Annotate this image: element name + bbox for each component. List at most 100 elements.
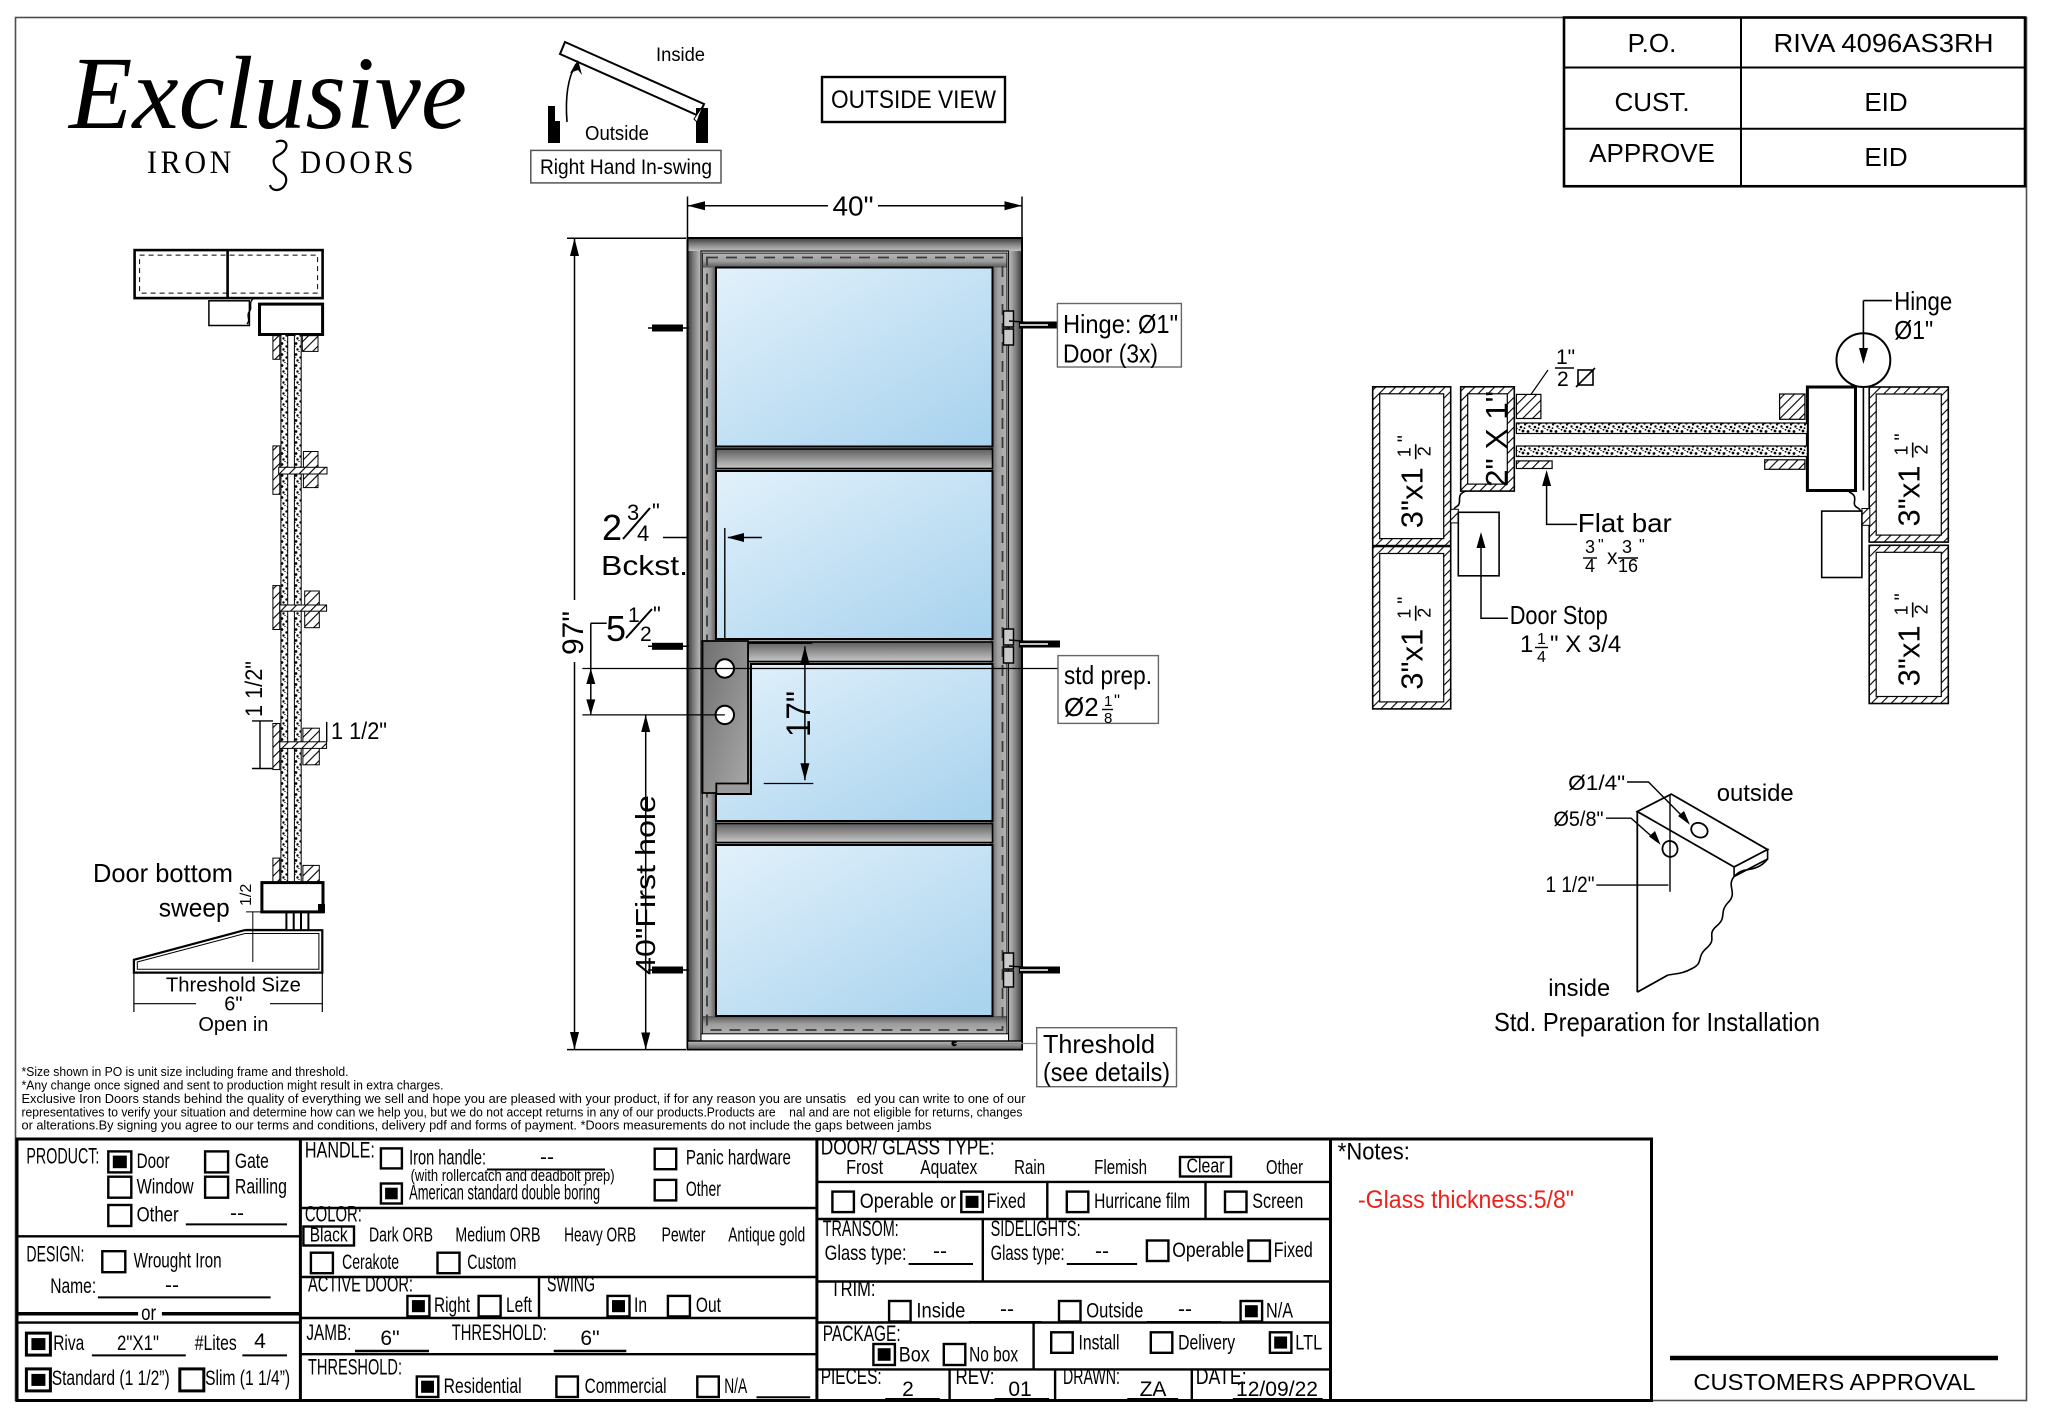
svg-text:#Lites: #Lites — [195, 1332, 237, 1355]
svg-text:THRESHOLD:: THRESHOLD: — [308, 1354, 402, 1379]
svg-text:SIDELIGHTS:: SIDELIGHTS: — [991, 1216, 1081, 1241]
svg-text:2: 2 — [1415, 608, 1435, 618]
svg-text:Outside: Outside — [585, 123, 649, 145]
svg-text:Panic hardware: Panic hardware — [686, 1147, 791, 1170]
svg-text:3"x1: 3"x1 — [1395, 467, 1430, 528]
svg-text:Ø5/8": Ø5/8" — [1554, 808, 1604, 831]
svg-text:Ø1": Ø1" — [1894, 315, 1933, 345]
svg-text:Screen: Screen — [1252, 1190, 1303, 1213]
svg-text:16: 16 — [1618, 556, 1638, 576]
svg-text:3: 3 — [1585, 537, 1595, 557]
svg-text:": " — [653, 602, 661, 627]
svg-text:Ø1/4": Ø1/4" — [1568, 772, 1625, 795]
svg-text:Door Stop: Door Stop — [1510, 600, 1608, 630]
svg-text:Inside: Inside — [656, 45, 705, 66]
svg-text:Clear: Clear — [1187, 1156, 1225, 1178]
svg-text:40"First hole: 40"First hole — [630, 795, 661, 975]
svg-text:1: 1 — [628, 604, 640, 627]
svg-text:DOOR/ GLASS TYPE:: DOOR/ GLASS TYPE: — [821, 1135, 995, 1160]
svg-text:3: 3 — [627, 500, 639, 525]
svg-text:SWING: SWING — [547, 1271, 595, 1296]
svg-text:DATE:: DATE: — [1196, 1364, 1247, 1389]
svg-text:representatives to verify your: representatives to verify your situation… — [22, 1104, 1023, 1119]
svg-text:Wrought Iron: Wrought Iron — [134, 1250, 222, 1273]
svg-text:Frost: Frost — [846, 1156, 883, 1179]
svg-text:*Notes:: *Notes: — [1338, 1138, 1410, 1165]
svg-text:Delivery: Delivery — [1178, 1332, 1235, 1355]
svg-text:or: or — [141, 1302, 156, 1325]
svg-text:Hinge: Ø1": Hinge: Ø1" — [1063, 309, 1178, 339]
svg-text:PRODUCT:: PRODUCT: — [26, 1143, 99, 1168]
svg-text:": " — [1639, 537, 1645, 554]
svg-text:ACTIVE DOOR:: ACTIVE DOOR: — [308, 1271, 413, 1296]
svg-text:1: 1 — [1537, 631, 1546, 648]
svg-text:2: 2 — [1912, 444, 1932, 454]
svg-text:": " — [1114, 691, 1120, 710]
svg-text:Window: Window — [137, 1176, 195, 1199]
svg-text:1": 1" — [1556, 346, 1575, 369]
svg-text:Pewter: Pewter — [662, 1224, 706, 1247]
svg-text:Fixed: Fixed — [1274, 1239, 1313, 1262]
svg-text:1 1/2": 1 1/2" — [241, 661, 268, 717]
svg-text:Box: Box — [899, 1344, 930, 1367]
svg-text:PIECES:: PIECES: — [821, 1364, 882, 1389]
svg-text:DRAWN:: DRAWN: — [1063, 1364, 1120, 1389]
svg-text:17": 17" — [780, 691, 818, 737]
svg-text:TRIM:: TRIM: — [831, 1276, 876, 1301]
svg-text:x: x — [1607, 546, 1618, 569]
svg-text:97": 97" — [557, 611, 590, 655]
svg-text:outside: outside — [1717, 780, 1794, 807]
svg-text:1: 1 — [1520, 631, 1533, 658]
svg-text:8: 8 — [1104, 710, 1112, 727]
svg-text:3"x1: 3"x1 — [1892, 625, 1927, 686]
svg-text:Ø2: Ø2 — [1064, 692, 1099, 722]
svg-text:Residential: Residential — [444, 1375, 522, 1398]
svg-text:2: 2 — [902, 1378, 914, 1401]
svg-text:Hurricane film: Hurricane film — [1094, 1190, 1190, 1213]
svg-text:OUTSIDE VIEW: OUTSIDE VIEW — [831, 86, 996, 114]
svg-text:Flat bar: Flat bar — [1578, 508, 1672, 538]
svg-text:1: 1 — [1104, 693, 1112, 710]
svg-text:Other: Other — [686, 1178, 721, 1201]
svg-text:Bckst.: Bckst. — [601, 550, 688, 581]
svg-text:Glass type:: Glass type: — [825, 1242, 907, 1265]
svg-text:1: 1 — [1892, 445, 1912, 455]
svg-text:01: 01 — [1008, 1378, 1031, 1401]
svg-text:ZA: ZA — [1140, 1378, 1167, 1401]
svg-text:HANDLE:: HANDLE: — [305, 1137, 375, 1162]
svg-text:1: 1 — [1395, 447, 1415, 457]
svg-text:4: 4 — [1585, 556, 1595, 576]
svg-text:--: -- — [933, 1240, 947, 1263]
svg-text:Right: Right — [434, 1294, 470, 1317]
svg-text:Other: Other — [137, 1204, 179, 1227]
svg-text:Exclusive Iron Doors stands be: Exclusive Iron Doors stands behind the q… — [22, 1091, 1027, 1106]
svg-text:40": 40" — [832, 191, 873, 222]
svg-text:EID: EID — [1864, 87, 1907, 117]
svg-text:Open in: Open in — [198, 1014, 268, 1036]
svg-text:1: 1 — [1892, 605, 1912, 615]
svg-text:Antique gold: Antique gold — [728, 1224, 805, 1247]
svg-text:--: -- — [230, 1202, 244, 1225]
svg-text:2: 2 — [1557, 368, 1569, 391]
svg-text:Flemish: Flemish — [1094, 1156, 1147, 1179]
svg-text:JAMB:: JAMB: — [306, 1320, 351, 1345]
svg-text:N/A: N/A — [1266, 1300, 1293, 1323]
svg-text:": " — [1892, 433, 1914, 440]
svg-text:4: 4 — [637, 521, 649, 546]
svg-text:In: In — [634, 1294, 647, 1317]
svg-text:-Glass thickness:5/8": -Glass thickness:5/8" — [1358, 1186, 1574, 1214]
svg-text:Custom: Custom — [467, 1251, 516, 1274]
svg-text:Right Hand In-swing: Right Hand In-swing — [540, 156, 712, 179]
svg-text:P.O.: P.O. — [1628, 28, 1677, 58]
svg-text:No box: No box — [969, 1344, 1018, 1367]
svg-text:Iron handle:: Iron handle: — [409, 1147, 486, 1170]
svg-text:Inside: Inside — [916, 1300, 965, 1323]
svg-text:THRESHOLD:: THRESHOLD: — [452, 1320, 547, 1345]
svg-text:COLOR:: COLOR: — [305, 1201, 362, 1226]
svg-text:4: 4 — [254, 1330, 266, 1353]
svg-text:sweep: sweep — [159, 893, 230, 923]
svg-text:*Any change once signed and se: *Any change once signed and sent to prod… — [22, 1078, 444, 1093]
svg-text:6": 6" — [580, 1327, 599, 1350]
svg-text:5: 5 — [606, 608, 626, 649]
svg-text:1 1/2": 1 1/2" — [331, 718, 387, 745]
